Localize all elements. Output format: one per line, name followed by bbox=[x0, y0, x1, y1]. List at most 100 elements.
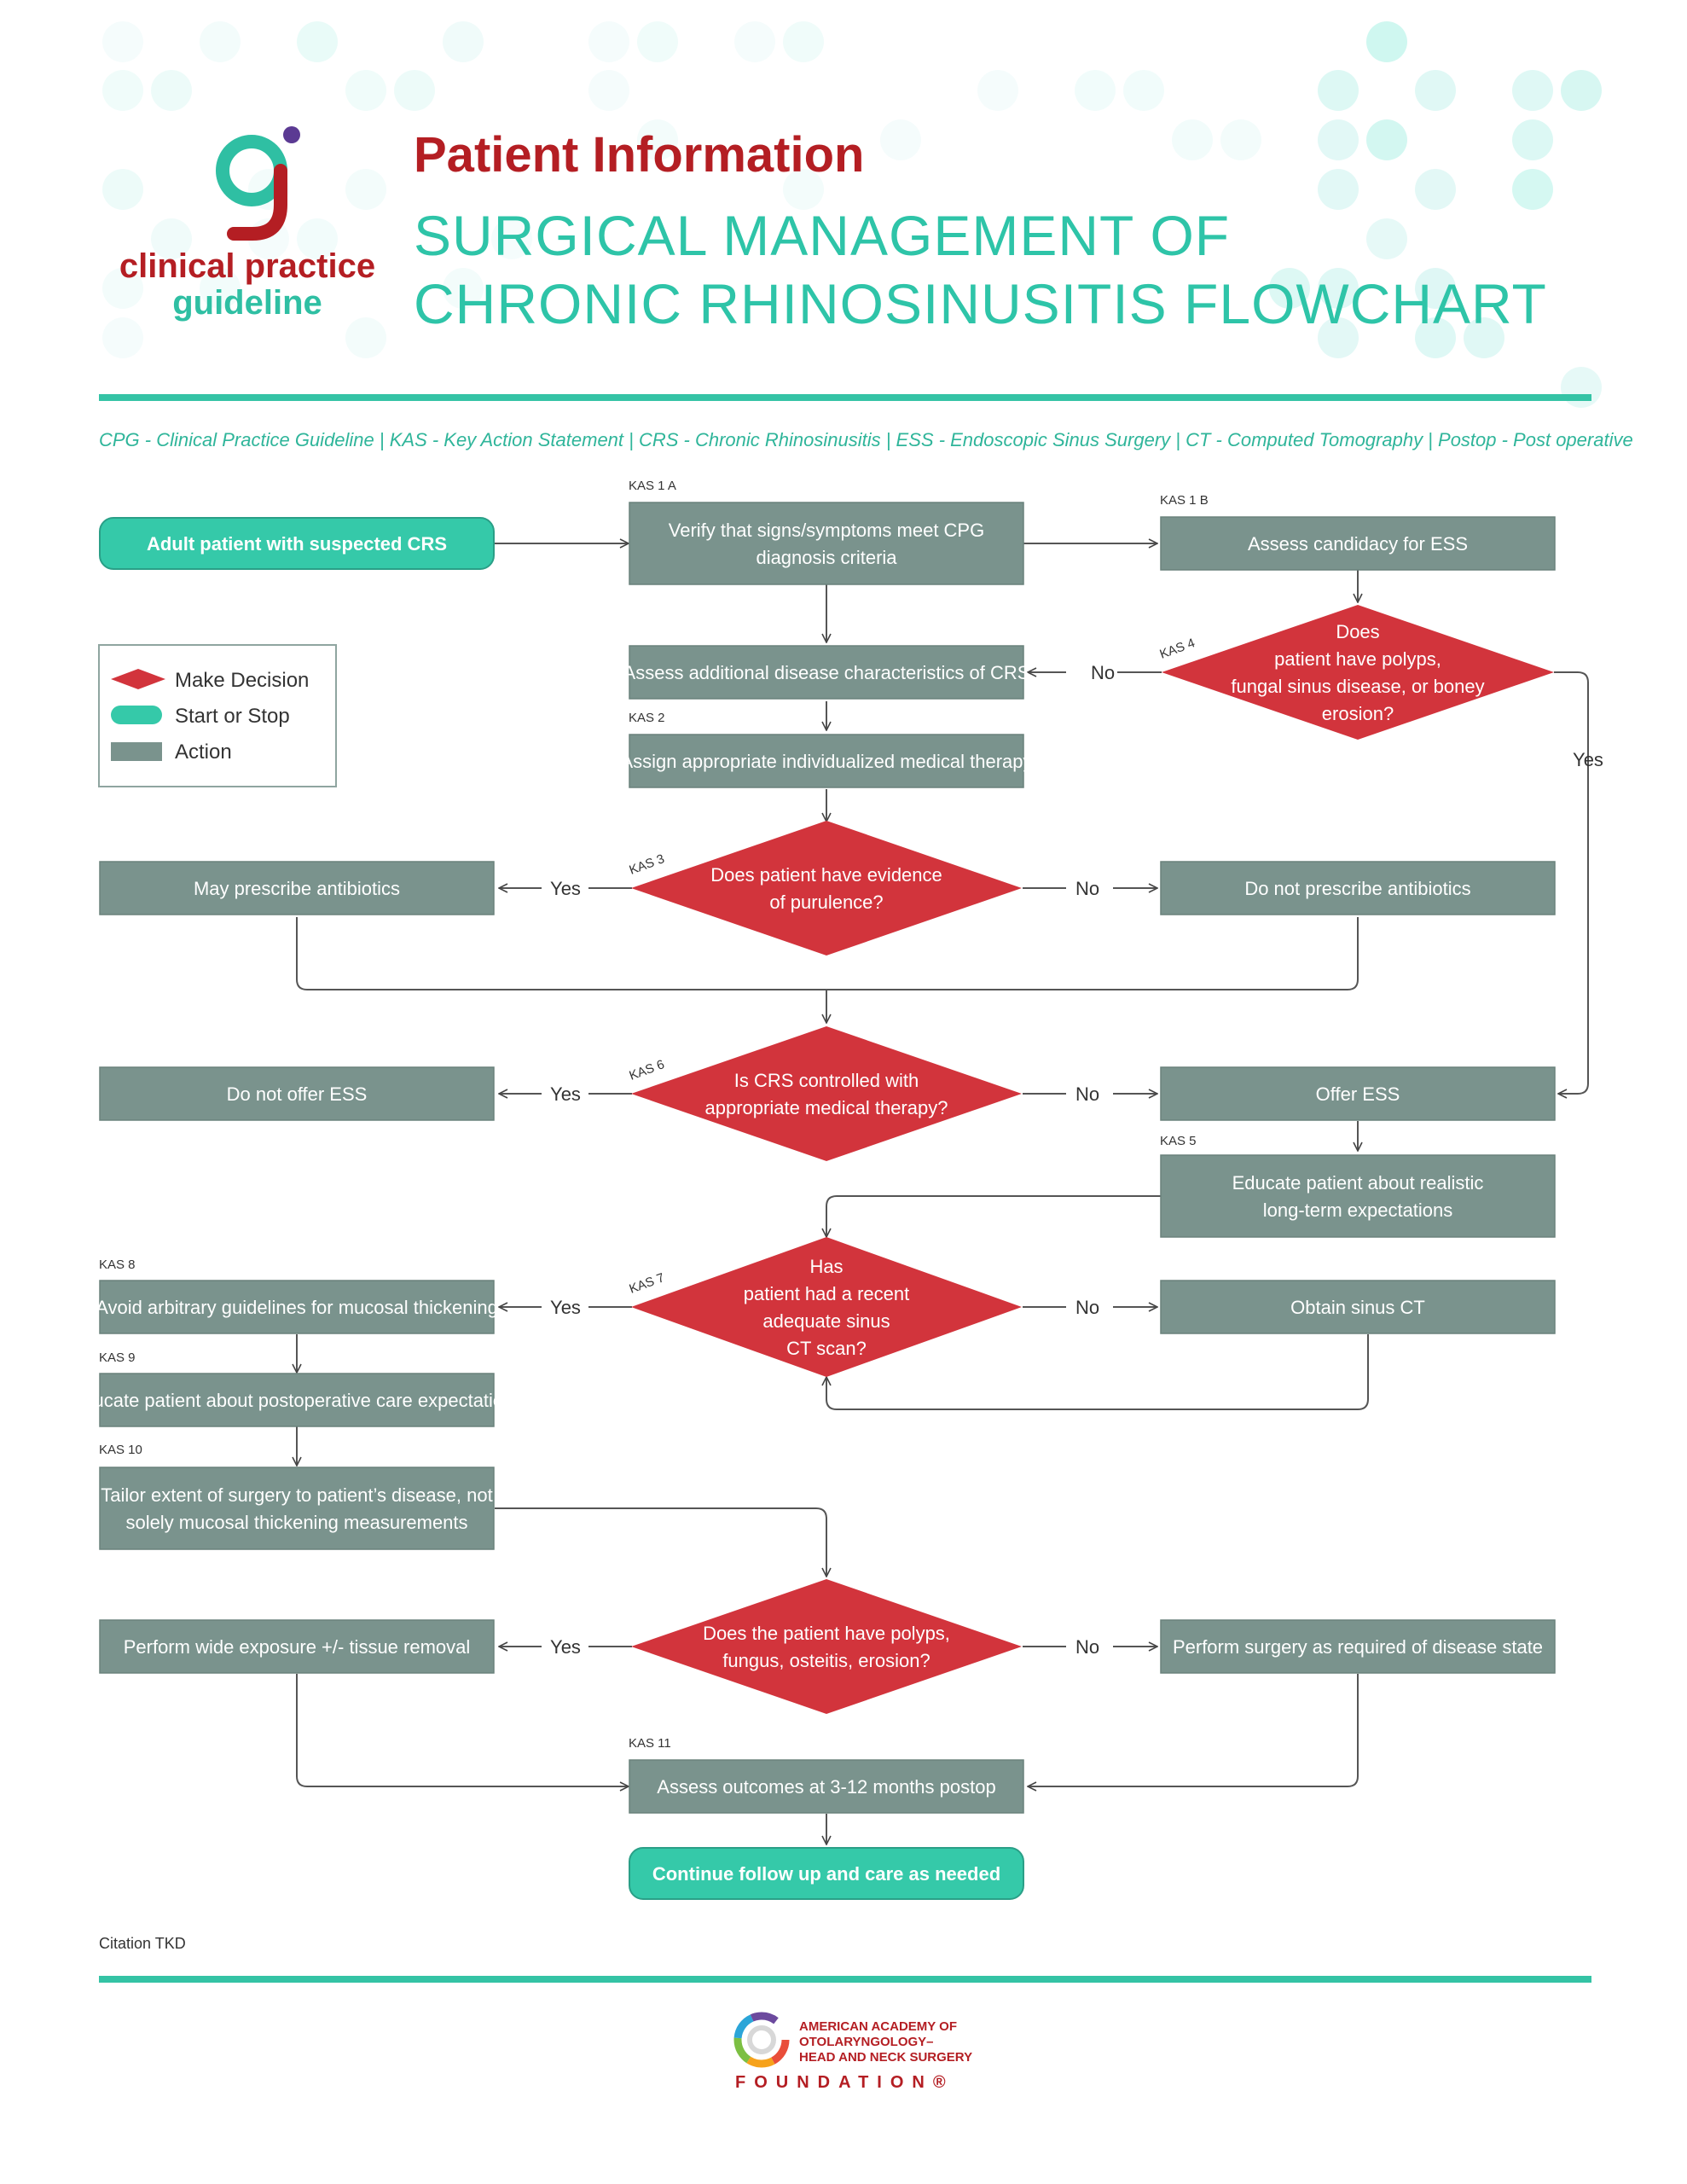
legend-start-label: Start or Stop bbox=[175, 705, 290, 728]
org-name-line3: HEAD AND NECK SURGERY bbox=[799, 2050, 973, 2065]
guideline-g-logo-icon bbox=[216, 126, 300, 241]
edge-wide-outcomes bbox=[296, 1674, 629, 1786]
action-box bbox=[1160, 1066, 1556, 1121]
header-dot-pattern bbox=[0, 0, 1687, 408]
label-no-ct: No bbox=[1075, 1297, 1099, 1318]
node-label-line: fungal sinus disease, or boney bbox=[1231, 676, 1484, 697]
action-box bbox=[629, 645, 1024, 700]
node-label-line: adequate sinus bbox=[762, 1310, 890, 1332]
citation: Citation TKD bbox=[99, 1935, 186, 1952]
aao-foundation-logo-icon bbox=[733, 2012, 790, 2068]
decision-diamond bbox=[631, 1237, 1022, 1377]
label-yes-ct: Yes bbox=[550, 1297, 581, 1318]
kas-label: KAS 5 bbox=[1160, 1134, 1197, 1148]
abbreviation-key: CPG - Clinical Practice Guideline | KAS … bbox=[99, 429, 1633, 450]
node-label-line: Does patient have evidence bbox=[710, 864, 942, 886]
node-postop-care: Educate patient about postoperative care… bbox=[71, 1350, 524, 1427]
node-label-line: Perform surgery as required of disease s… bbox=[1173, 1636, 1543, 1658]
action-box bbox=[1160, 861, 1556, 915]
action-box bbox=[629, 502, 1024, 585]
label-no-fungus: No bbox=[1075, 1636, 1099, 1658]
node-label-line: long-term expectations bbox=[1263, 1199, 1453, 1221]
node-label-line: Do not prescribe antibiotics bbox=[1244, 878, 1470, 899]
label-no-purulence: No bbox=[1075, 878, 1099, 899]
node-continue: Continue follow up and care as needed bbox=[629, 1847, 1024, 1900]
node-label-line: Avoid arbitrary guidelines for mucosal t… bbox=[96, 1297, 498, 1318]
kas-label: KAS 3 bbox=[628, 851, 667, 878]
node-label-line: Is CRS controlled with bbox=[734, 1070, 919, 1091]
org-foundation-wordmark: FOUNDATION® bbox=[735, 2073, 954, 2092]
decision-diamond bbox=[631, 1579, 1022, 1714]
legend-decision-label: Make Decision bbox=[175, 669, 309, 692]
legend-action-label: Action bbox=[175, 741, 232, 764]
kas-label: KAS 8 bbox=[99, 1258, 136, 1272]
node-label-line: Assess outcomes at 3-12 months postop bbox=[657, 1776, 995, 1798]
node-no-abx: Do not prescribe antibiotics bbox=[1160, 861, 1556, 915]
node-tailor: Tailor extent of surgery to patient’s di… bbox=[99, 1443, 495, 1550]
edge-obtain-ct-loop bbox=[826, 1334, 1369, 1410]
node-label-line: Educate patient about realistic bbox=[1232, 1172, 1484, 1194]
node-avoid: Avoid arbitrary guidelines for mucosal t… bbox=[96, 1258, 498, 1334]
action-box bbox=[1160, 516, 1556, 571]
kas-label: KAS 6 bbox=[628, 1057, 667, 1083]
action-box bbox=[629, 1759, 1024, 1814]
node-label-line: Has bbox=[809, 1256, 843, 1277]
node-therapy: Assign appropriate individualized medica… bbox=[620, 711, 1033, 788]
node-label-line: Does the patient have polyps, bbox=[703, 1623, 950, 1644]
kas-label: KAS 1 A bbox=[629, 479, 676, 493]
node-label-line: CT scan? bbox=[786, 1338, 867, 1359]
node-label-line: erosion? bbox=[1322, 703, 1394, 724]
section-heading: Patient Information bbox=[414, 127, 865, 183]
action-box bbox=[99, 1467, 495, 1550]
action-box bbox=[1160, 1619, 1556, 1674]
edge-polyps-offer bbox=[1554, 671, 1589, 1094]
node-label-line: Assess candidacy for ESS bbox=[1248, 533, 1468, 555]
node-controlled: Is CRS controlled with appropriate medica… bbox=[628, 1026, 1022, 1161]
node-label-line: solely mucosal thickening measurements bbox=[125, 1512, 467, 1533]
org-name-line2: OTOLARYNGOLOGY– bbox=[799, 2035, 934, 2049]
node-label-line: May prescribe antibiotics bbox=[194, 878, 400, 899]
node-label-line: Does bbox=[1336, 621, 1379, 642]
edge-labels: No Yes Yes No Yes No Yes No Yes No bbox=[550, 662, 1603, 1658]
node-offer-ess: Offer ESS bbox=[1160, 1066, 1556, 1121]
action-box bbox=[99, 1373, 495, 1427]
logo-text-line2: guideline bbox=[172, 284, 322, 322]
legend-start-swatch bbox=[111, 706, 162, 724]
node-no-ess: Do not offer ESS bbox=[99, 1066, 495, 1121]
node-label-line: Verify that signs/symptoms meet CPG bbox=[669, 520, 984, 541]
edge-educate-ct bbox=[826, 1195, 1162, 1237]
node-obtain-ct: Obtain sinus CT bbox=[1160, 1280, 1556, 1334]
node-wide: Perform wide exposure +/- tissue removal bbox=[99, 1619, 495, 1674]
flowchart-connectors bbox=[296, 543, 1589, 1844]
action-box bbox=[99, 1066, 495, 1121]
node-outcomes: Assess outcomes at 3-12 months postopKAS… bbox=[629, 1736, 1024, 1814]
node-label-line: Obtain sinus CT bbox=[1290, 1297, 1425, 1318]
action-box bbox=[99, 1619, 495, 1674]
action-box bbox=[1160, 1280, 1556, 1334]
label-yes-polyps: Yes bbox=[1573, 749, 1603, 770]
label-no-controlled: No bbox=[1075, 1083, 1099, 1105]
kas-label: KAS 9 bbox=[99, 1350, 136, 1365]
node-label-line: Assign appropriate individualized medica… bbox=[620, 751, 1032, 772]
node-additional: Assess additional disease characteristic… bbox=[623, 645, 1029, 700]
node-fungus: Does the patient have polyps,fungus, ost… bbox=[631, 1579, 1022, 1714]
legend-decision-swatch bbox=[111, 669, 165, 689]
label-yes-controlled: Yes bbox=[550, 1083, 581, 1105]
page-title-line2: CHRONIC RHINOSINUSITIS FLOWCHART bbox=[414, 272, 1547, 335]
action-box bbox=[99, 1280, 495, 1334]
label-yes-fungus: Yes bbox=[550, 1636, 581, 1658]
kas-label: KAS 4 bbox=[1158, 636, 1197, 662]
edge-merge-controlled bbox=[296, 917, 1359, 1023]
node-label-line: Perform wide exposure +/- tissue removal bbox=[124, 1636, 471, 1658]
node-label-line: Educate patient about postoperative care… bbox=[71, 1390, 524, 1411]
action-box bbox=[99, 861, 495, 915]
node-label-line: appropriate medical therapy? bbox=[705, 1097, 948, 1118]
node-may-abx: May prescribe antibiotics bbox=[99, 861, 495, 915]
decision-diamond bbox=[631, 1026, 1022, 1161]
node-educate-expect: Educate patient about realistic long-term… bbox=[1160, 1134, 1556, 1238]
edge-required-outcomes bbox=[1028, 1674, 1359, 1786]
edge-tailor-fungus bbox=[495, 1507, 826, 1577]
